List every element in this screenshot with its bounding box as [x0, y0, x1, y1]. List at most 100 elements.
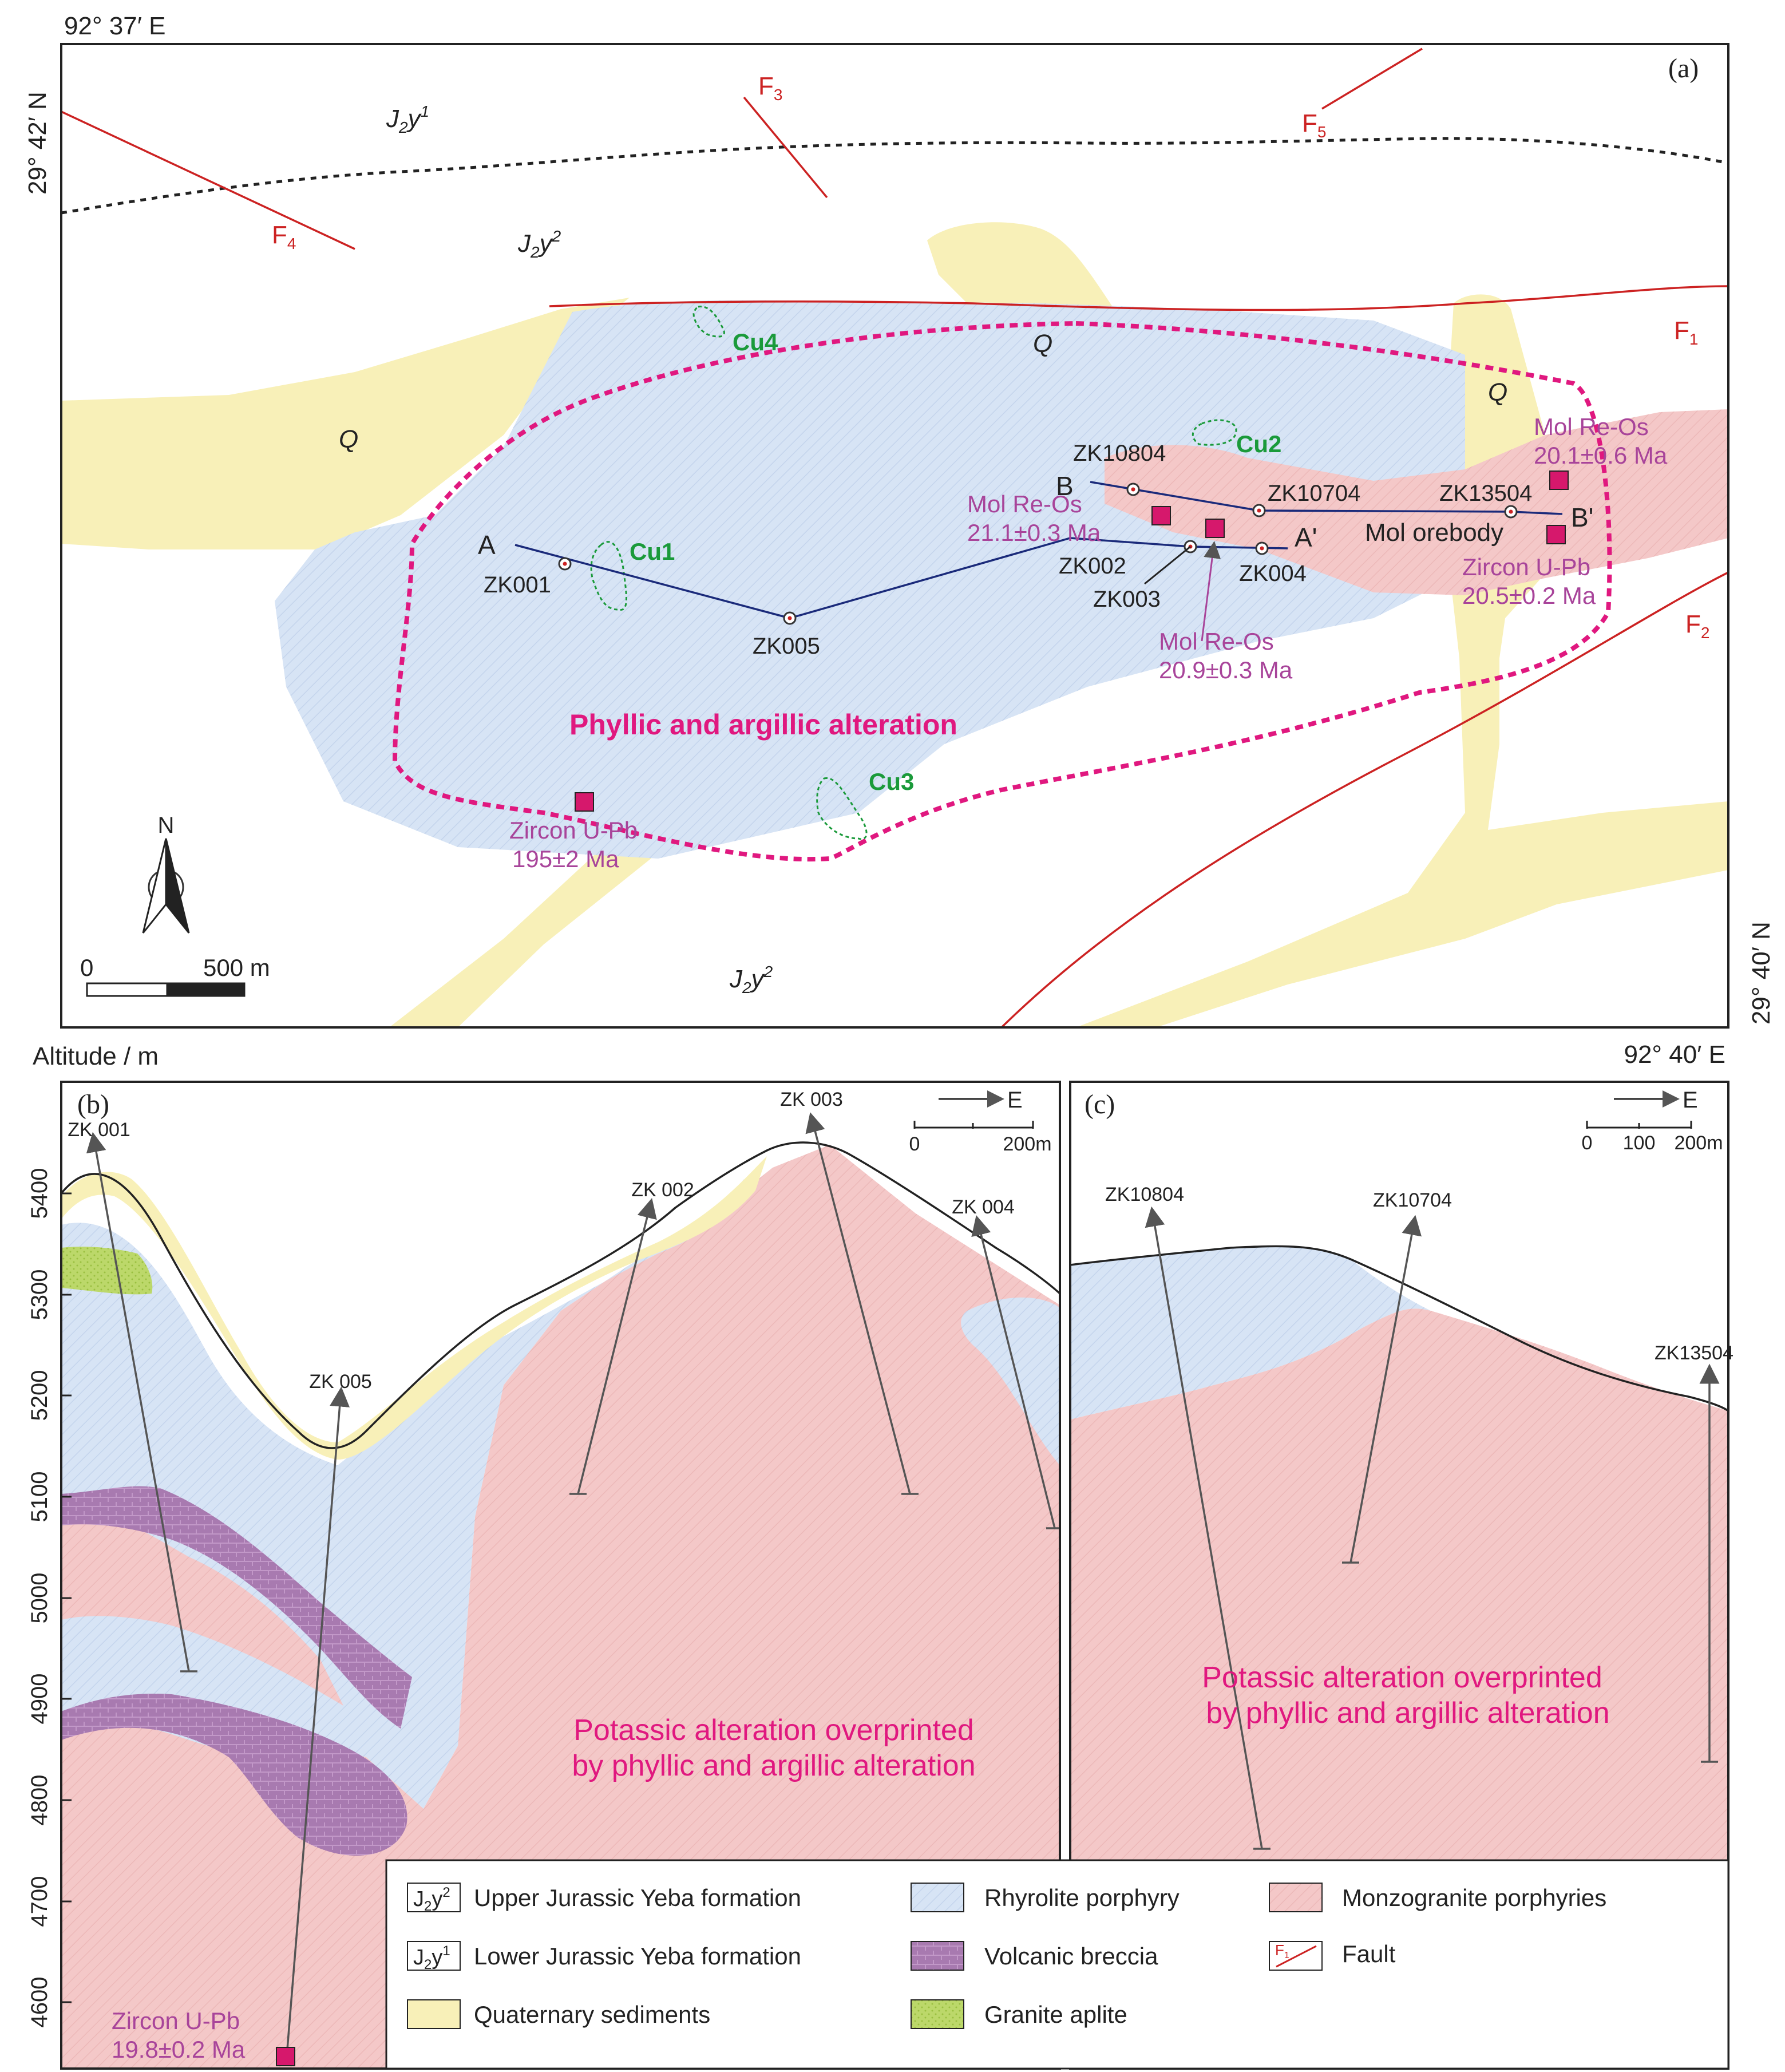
section-c-label-zk13504: ZK13504 [1655, 1342, 1733, 1364]
section-b-topography [61, 1141, 1060, 1449]
y-tick-4600: 4600 [27, 1977, 52, 2028]
rhyolite-porphyry-body [275, 300, 1465, 859]
section-b-sample-method: Zircon U-Pb [112, 2007, 240, 2034]
legend-item-lower-jurassic: J2y1 Lower Jurassic Yeba formation [407, 1941, 801, 1972]
legend-label-lower-jurassic: Lower Jurassic Yeba formation [474, 1943, 801, 1970]
section-c-scale-end: 200m [1674, 1132, 1723, 1154]
fault-label-f2: F2 [1685, 610, 1709, 642]
section-b-east-rhyolite-pocket [961, 1297, 1060, 1465]
map-sample-squares [575, 470, 1569, 812]
section-b-panel-label: (b) [77, 1089, 109, 1120]
legend-label-upper-jurassic: Upper Jurassic Yeba formation [474, 1884, 801, 1911]
section-c-alteration-line1: Potassic alteration overprinted [1202, 1661, 1602, 1694]
y-tick-4700: 4700 [27, 1876, 52, 1927]
section-b-y-axis: 5400 5300 5200 5100 5000 4900 4800 4700 … [27, 1168, 72, 2028]
svg-text:J2y2: J2y2 [729, 963, 773, 997]
coord-top-left-lon: 92° 37′ E [64, 12, 166, 40]
sample-label-mol-20-9-method: Mol Re-Os [1159, 628, 1274, 655]
y-tick-5000: 5000 [27, 1573, 52, 1624]
y-tick-5200: 5200 [27, 1370, 52, 1421]
cu-zone-labels: Cu1 Cu2 Cu3 Cu4 [630, 329, 1281, 795]
section-b-aplite [61, 1247, 153, 1295]
section-line-b-b-prime [1090, 481, 1563, 515]
section-c-drillholes [1145, 1206, 1720, 1849]
formation-label-j2y1-top: J2y1 [386, 102, 429, 136]
y-tick-4800: 4800 [27, 1775, 52, 1826]
coord-bottom-right-lat: 29° 40′ N [1747, 922, 1775, 1025]
section-b-drillhole-zk002 [577, 1198, 657, 1494]
drillhole-label-zk10804: ZK10804 [1073, 441, 1166, 466]
section-b-label-zk004: ZK 004 [952, 1196, 1015, 1218]
section-c-hole-ends [1253, 1561, 1718, 1850]
fault-f5 [1321, 48, 1423, 110]
legend-frame [385, 1859, 1729, 2070]
sample-label-mol-20-1-method: Mol Re-Os [1534, 413, 1649, 440]
fault-f4 [61, 110, 355, 250]
map-drillhole-dots [563, 487, 1513, 620]
legend-item-breccia: Volcanic breccia [911, 1941, 1158, 1971]
section-c-monzogranite [1070, 1308, 1728, 1866]
scale-end-label: 500 m [203, 954, 270, 981]
scale-start-label: 0 [80, 954, 93, 981]
svg-text:J2y1: J2y1 [386, 102, 429, 136]
section-end-a-prime: A' [1295, 523, 1317, 552]
legend-item-rhyolite: Rhyrolite porphyry [911, 1883, 1180, 1912]
section-b-breccia-lower [61, 1694, 407, 1856]
coord-top-left-lat: 29° 42′ N [23, 92, 52, 195]
cu1-zone-outline [590, 541, 627, 611]
section-b-scale-start: 0 [909, 1133, 920, 1155]
fault-label-f5: F5 [1302, 109, 1326, 141]
svg-text:J2y2: J2y2 [517, 227, 561, 261]
section-b-drillhole-zk003 [805, 1112, 911, 1494]
alteration-zone-boundary [392, 321, 1612, 862]
section-b-sample-age: 19.8±0.2 Ma [112, 2036, 246, 2063]
legend-label-rhyolite: Rhyrolite porphyry [984, 1884, 1180, 1911]
quaternary-label-east: Q [1488, 378, 1507, 406]
cu2-label: Cu2 [1236, 430, 1281, 457]
sample-square-mol-20-9 [1205, 519, 1225, 538]
legend-item-upper-jurassic: J2y2 Upper Jurassic Yeba formation [407, 1883, 801, 1914]
section-c-scale-mid: 100 [1623, 1132, 1656, 1154]
fault-labels: F1 F2 F3 F4 F5 [272, 72, 1709, 642]
section-c-drillhole-zk10804 [1145, 1206, 1263, 1849]
fault-label-f1: F1 [1674, 317, 1698, 348]
y-tick-labels: 5400 5300 5200 5100 5000 4900 4800 4700 … [27, 1168, 52, 2028]
section-b-pink-lens [61, 1505, 343, 1706]
cu3-label: Cu3 [869, 768, 914, 795]
quaternary-label-west: Q [339, 425, 358, 453]
fault-f3 [743, 96, 828, 199]
y-tick-5300: 5300 [27, 1270, 52, 1320]
sample-square-zircon-20-5 [1546, 525, 1566, 544]
section-b-drillhole-zk001 [86, 1132, 190, 1672]
drillhole-label-zk004: ZK004 [1239, 561, 1307, 586]
fault-label-f3: F3 [758, 72, 782, 104]
sample-label-mol-21-1-age: 21.1±0.3 Ma [967, 519, 1101, 546]
section-c-direction-label: E [1683, 1088, 1698, 1113]
map-a-panel-label: (a) [1668, 53, 1699, 84]
fault-f2 [1000, 571, 1728, 1027]
sample-leader-arrow [1201, 541, 1221, 642]
cu4-label: Cu4 [733, 329, 778, 355]
map-scale-bar [86, 982, 246, 997]
quaternary-sediments-west [61, 298, 630, 549]
sample-square-mol-20-1 [1549, 470, 1569, 490]
section-c-drillhole-zk10704 [1349, 1215, 1422, 1563]
section-b-drillhole-zk004 [971, 1215, 1056, 1529]
legend-item-quaternary: Quaternary sediments [407, 1999, 710, 2029]
legend-item-monzogranite: Monzogranite porphyries [1269, 1883, 1606, 1912]
section-line-a-a-prime [514, 537, 1288, 619]
section-b-alteration-line2: by phyllic and argillic alteration [572, 1749, 975, 1782]
section-end-a: A [478, 530, 496, 560]
svg-text:F1: F1 [1275, 1941, 1289, 1960]
y-tick-5400: 5400 [27, 1168, 52, 1219]
section-b-label-zk001: ZK 001 [68, 1119, 130, 1141]
sample-label-zircon-195-age: 195±2 Ma [512, 845, 619, 872]
section-b-breccia-upper [61, 1486, 412, 1729]
drillhole-labels: ZK001 ZK005 ZK002 ZK003 ZK004 ZK10804 ZK… [484, 441, 1532, 659]
quaternary-label-central: Q [1033, 330, 1052, 358]
sample-label-mol-20-1-age: 20.1±0.6 Ma [1534, 442, 1668, 469]
drillhole-label-zk002: ZK002 [1059, 553, 1126, 579]
sample-labels: Mol Re-Os 21.1±0.3 Ma Mol Re-Os 20.9±0.3… [509, 413, 1668, 872]
cu2-zone-outline [1192, 419, 1237, 446]
map-panel-a: (a) 92° 37′ E 29° 42′ N 29° 40′ N 92° 40… [23, 12, 1775, 1069]
